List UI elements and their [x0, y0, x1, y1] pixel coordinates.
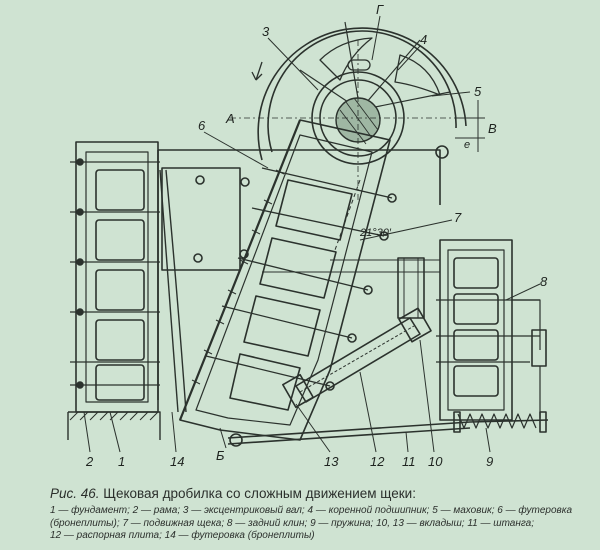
rear-block	[397, 239, 547, 421]
legend-item: 11 — штанга;	[467, 517, 535, 529]
legend-item: 5 — маховик;	[432, 505, 495, 516]
legend-item: 14 — футеровка (броне­плиты)	[164, 530, 315, 541]
foundation	[67, 411, 161, 440]
label-b: Б	[216, 448, 225, 463]
label-6: 6	[198, 118, 206, 133]
legend-item: 7 — подвижная щека;	[122, 517, 225, 529]
label-13: 13	[324, 454, 339, 469]
label-2: 2	[85, 454, 94, 469]
legend-item: 6 — футеровка (броне­плиты);	[50, 505, 573, 529]
label-5: 5	[474, 84, 482, 99]
legend-item: 9 — пружина;	[310, 517, 374, 529]
label-4: 4	[420, 32, 427, 47]
label-11: 11	[402, 454, 416, 469]
caption-title-text: Щековая дробилка со сложным движением ще…	[103, 486, 416, 501]
movable-jaw	[178, 119, 397, 441]
toggle-plate	[282, 307, 432, 409]
figure-number: Рис. 46.	[50, 486, 100, 501]
figure-caption: Рис. 46. Щековая дробилка со сложным дви…	[48, 486, 593, 543]
fixed-jaw	[70, 141, 187, 413]
legend-item: 10, 13 — вкладыш;	[376, 517, 465, 529]
label-g: Г	[376, 2, 384, 17]
crusher-drawing: 3 Г 4 5 А В е 6 7 21°30′ 8 Б 2 1 14 13 1…	[67, 2, 549, 469]
label-10: 10	[428, 454, 443, 469]
legend-item: 1 — фундамент;	[50, 505, 130, 516]
label-3: 3	[262, 24, 270, 39]
tension-rod-spring	[227, 411, 549, 447]
label-9: 9	[486, 454, 493, 469]
label-8: 8	[540, 274, 548, 289]
legend-item: 2 — рама;	[132, 505, 181, 516]
caption-title: Рис. 46. Щековая дробилка со сложным дви…	[50, 486, 593, 501]
callout-labels: 3 Г 4 5 А В е 6 7 21°30′ 8 Б 2 1 14 13 1…	[85, 2, 548, 469]
label-a: А	[225, 111, 235, 126]
legend-item: 12 — распорная плита;	[50, 530, 162, 541]
label-v: В	[488, 121, 497, 136]
legend-item: 4 — коренной подшипник;	[307, 505, 430, 516]
label-e: е	[464, 139, 470, 151]
caption-legend: 1 — фундамент; 2 — рама; 3 — эксцентрико…	[48, 505, 593, 543]
angle-label: 21°30′	[359, 227, 392, 239]
label-7: 7	[454, 210, 462, 225]
label-14: 14	[170, 454, 184, 469]
flywheel	[251, 21, 467, 161]
label-12: 12	[370, 454, 385, 469]
label-1: 1	[118, 454, 125, 469]
legend-item: 3 — эксцентриковый вал;	[182, 505, 305, 516]
leader-lines	[83, 15, 541, 453]
legend-item: 8 — задний клин;	[226, 517, 308, 529]
